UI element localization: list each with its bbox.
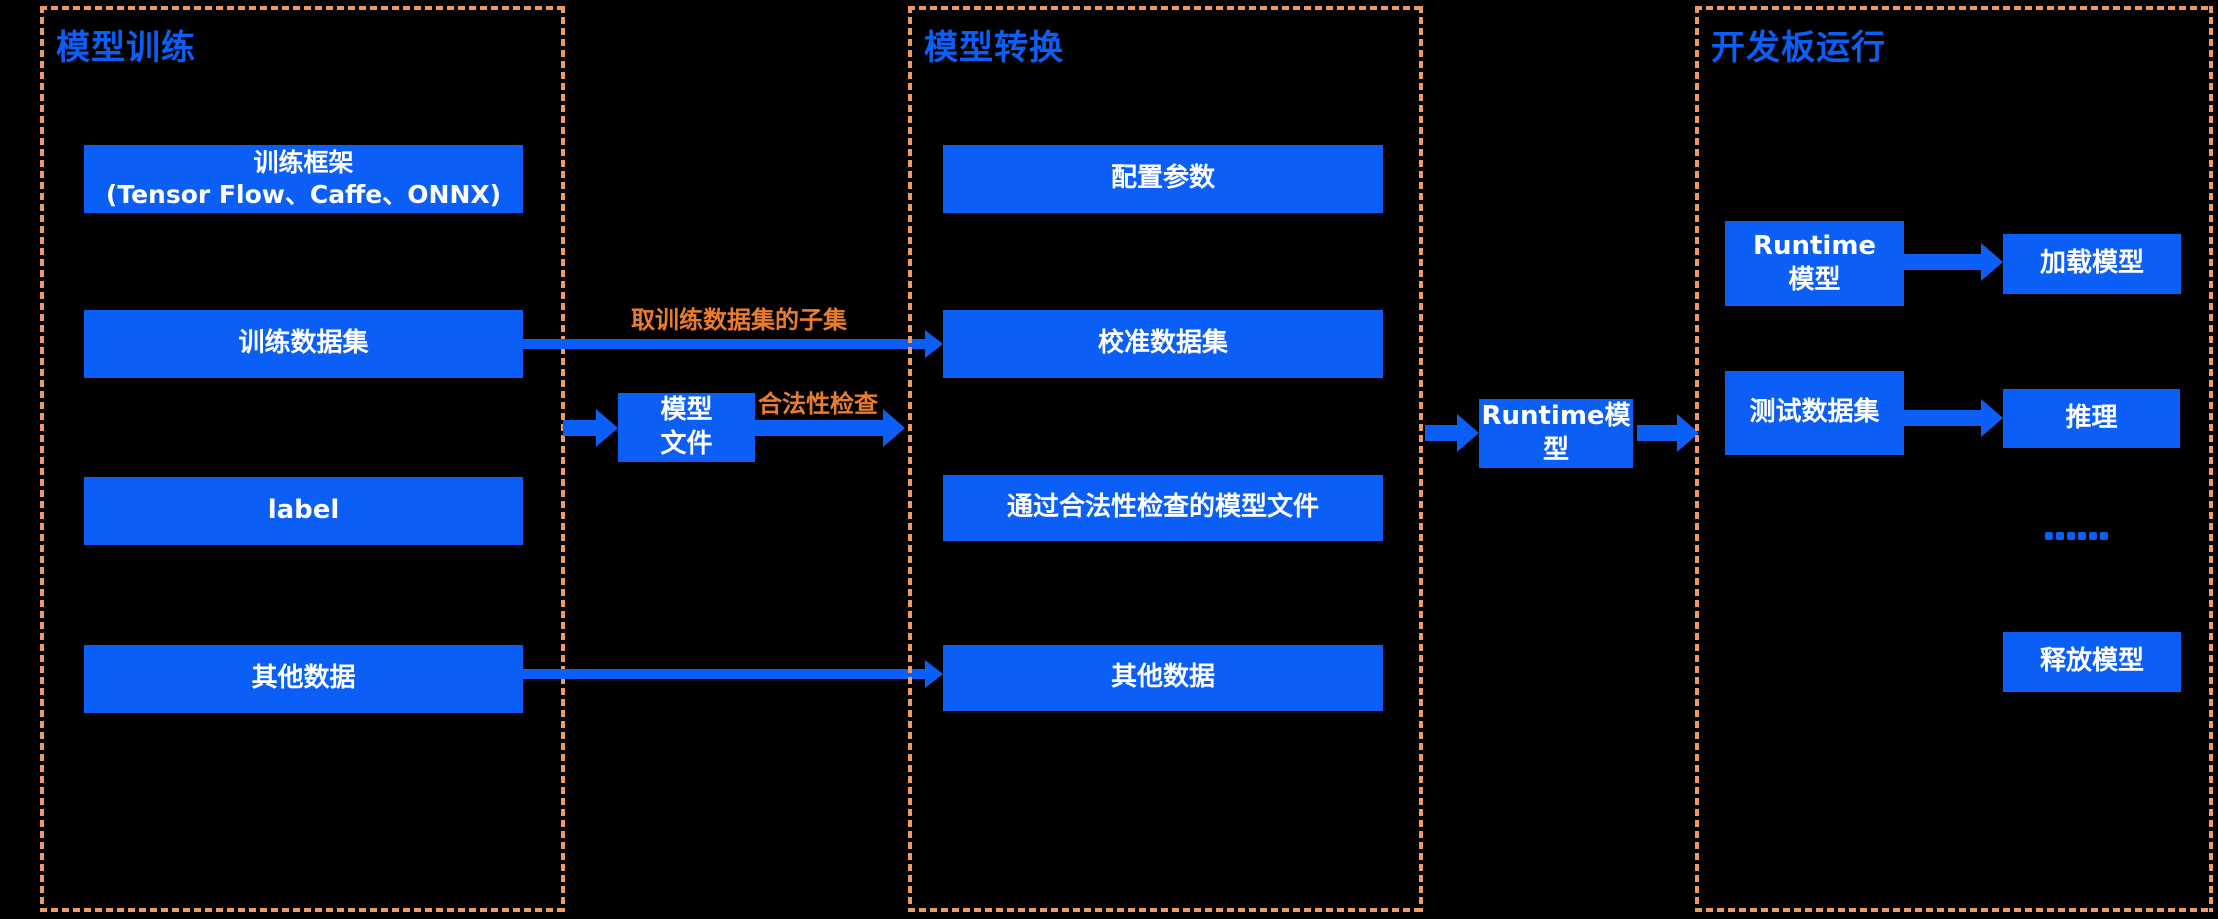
config-params-node: 配置参数	[943, 145, 1383, 213]
label-node: label	[84, 477, 523, 545]
runtime-model-connector-node: Runtime模 型	[1479, 399, 1633, 468]
training-framework-line1: 训练框架	[253, 147, 354, 177]
calibration-dataset-node: 校准数据集	[943, 310, 1383, 378]
runtime-model-node: Runtime 模型	[1725, 221, 1904, 306]
conversion-section: 模型转换	[908, 6, 1423, 912]
validated-model-file-node: 通过合法性检查的模型文件	[943, 475, 1383, 541]
training-dataset-node: 训练数据集	[84, 310, 523, 378]
training-section-title: 模型训练	[56, 28, 196, 68]
training-framework-line2: (Tensor Flow、Caffe、ONNX)	[105, 180, 502, 209]
inference-node: 推理	[2003, 389, 2180, 448]
training-section: 模型训练	[40, 6, 565, 912]
board-run-section: 开发板运行	[1695, 6, 2213, 912]
conversion-section-title: 模型转换	[924, 28, 1064, 68]
board-run-section-title: 开发板运行	[1711, 28, 1886, 68]
model-file-node: 模型 文件	[618, 393, 755, 462]
training-framework-node: 训练框架 (Tensor Flow、Caffe、ONNX)	[84, 145, 523, 213]
release-model-node: 释放模型	[2003, 632, 2181, 692]
training-other-data-node: 其他数据	[84, 645, 523, 713]
ellipsis-dots	[2045, 532, 2108, 540]
edge-label-subset: 取训练数据集的子集	[631, 306, 847, 334]
edge-label-validity: 合法性检查	[758, 390, 878, 418]
load-model-node: 加载模型	[2003, 234, 2181, 294]
conversion-other-data-node: 其他数据	[943, 645, 1383, 711]
test-dataset-node: 测试数据集	[1725, 371, 1904, 455]
